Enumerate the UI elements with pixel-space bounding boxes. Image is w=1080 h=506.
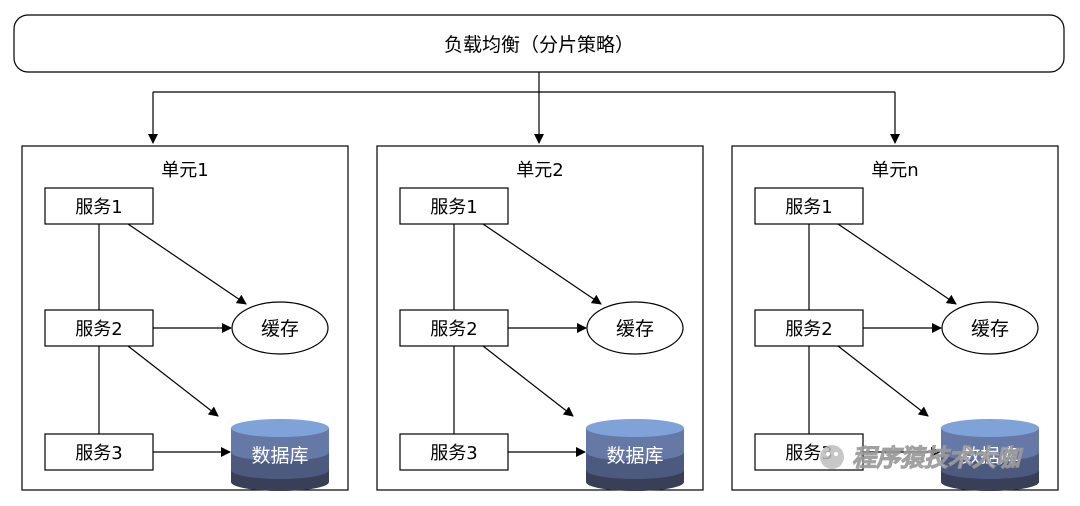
unit-arrows bbox=[127, 223, 247, 457]
service-box-2: 服务2 bbox=[399, 309, 509, 347]
service-label: 服务2 bbox=[785, 319, 832, 340]
arrow-service1-to-cache bbox=[837, 223, 957, 305]
service-box-3: 服务3 bbox=[754, 433, 864, 471]
watermark: 程序猿技术大咖 bbox=[820, 444, 1024, 472]
unit-title: 单元2 bbox=[516, 160, 563, 181]
arrow-service2-to-db bbox=[127, 345, 219, 417]
database-cylinder: 数据库 bbox=[231, 419, 329, 491]
unit-title: 单元n bbox=[871, 160, 918, 181]
cache-label: 缓存 bbox=[261, 318, 299, 340]
database-label: 数据库 bbox=[961, 445, 1018, 467]
service-label: 服务3 bbox=[430, 443, 477, 464]
service-box-2: 服务2 bbox=[44, 309, 154, 347]
cache-node: 缓存 bbox=[231, 301, 329, 355]
cache-label: 缓存 bbox=[616, 318, 654, 340]
database-label: 数据库 bbox=[251, 445, 308, 467]
service-label: 服务1 bbox=[785, 197, 832, 218]
database-cylinder: 数据库 bbox=[586, 419, 684, 491]
unit-arrows bbox=[482, 223, 602, 457]
wechat-icon bbox=[820, 445, 844, 469]
unit-title: 单元1 bbox=[161, 160, 208, 181]
arrow-service1-to-cache bbox=[482, 223, 602, 305]
distribution-connectors bbox=[148, 72, 900, 144]
arrow-service1-to-cache bbox=[127, 223, 247, 305]
service-label: 服务3 bbox=[75, 443, 122, 464]
database-cylinder: 数据库 bbox=[941, 419, 1039, 491]
load-balancer-label: 负载均衡（分片策略） bbox=[444, 34, 634, 56]
service-box-1: 服务1 bbox=[754, 187, 864, 225]
watermark-text: 程序猿技术大咖 bbox=[852, 444, 1024, 472]
cache-label: 缓存 bbox=[971, 318, 1009, 340]
service-box-3: 服务3 bbox=[44, 433, 154, 471]
cache-node: 缓存 bbox=[941, 301, 1039, 355]
service-label: 服务1 bbox=[75, 197, 122, 218]
service-label: 服务1 bbox=[430, 197, 477, 218]
arrow-service2-to-db bbox=[482, 345, 574, 417]
database-label: 数据库 bbox=[606, 445, 663, 467]
load-balancer-box: 负载均衡（分片策略） bbox=[13, 14, 1065, 73]
service-box-2: 服务2 bbox=[754, 309, 864, 347]
service-box-1: 服务1 bbox=[44, 187, 154, 225]
service-box-3: 服务3 bbox=[399, 433, 509, 471]
cache-node: 缓存 bbox=[586, 301, 684, 355]
arrow-service2-to-db bbox=[837, 345, 929, 417]
service-label: 服务2 bbox=[430, 319, 477, 340]
service-box-1: 服务1 bbox=[399, 187, 509, 225]
unit-arrows bbox=[837, 223, 957, 457]
service-label: 服务2 bbox=[75, 319, 122, 340]
